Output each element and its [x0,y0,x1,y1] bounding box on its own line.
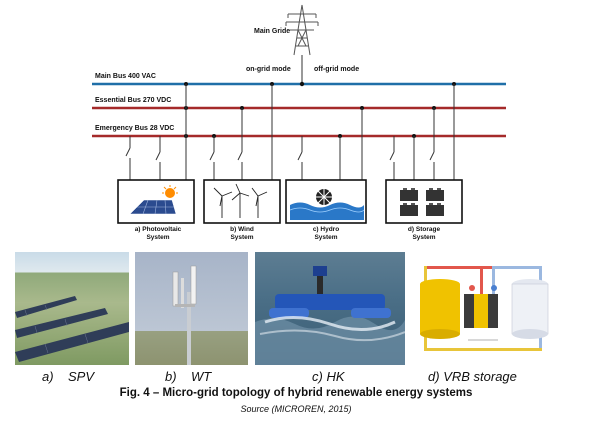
bus-junctions [184,81,456,138]
solar-pv-photo [15,252,129,365]
pv-system-label: a) Photovoltaic System [118,226,198,242]
wind-system-box [203,179,281,224]
hydro-system-label: c) Hydro System [286,226,366,242]
wind-system-label: b) Wind System [204,226,280,242]
photo-b-caption: b) WT [165,369,211,384]
hydro-letter: c) [312,226,319,233]
wind-line1: Wind [238,226,254,233]
wind-line2: System [230,234,254,241]
hydro-line2: System [314,234,338,241]
photo-b-letter: b) [165,369,177,384]
emergency-bus-label: Emergency Bus 28 VDC [95,125,175,132]
wind-letter: b) [230,226,237,233]
topology-diagram [92,4,506,224]
hydrokinetic-photo [255,252,405,365]
figure-caption: Fig. 4 – Micro-grid topology of hybrid r… [119,387,473,399]
off-grid-mode-label: off-grid mode [314,66,360,73]
storage-line2: System [412,234,436,241]
pv-line2: System [146,234,170,241]
pv-line1: Photovoltaic [142,226,182,233]
figure-source: Source (MICROREN, 2015) [240,404,352,414]
photo-a-name: SPV [68,369,95,384]
photo-c-letter: c) [312,369,323,384]
hydro-line1: Hydro [320,226,340,233]
wind-turbine-photo [135,252,248,365]
essential-bus-label: Essential Bus 270 VDC [95,97,172,104]
storage-system-label: d) Storage System [386,226,462,242]
storage-line1: Storage [415,226,441,233]
photo-c-caption: c) HK [312,369,345,384]
transmission-tower-icon [285,4,319,56]
battery-icon [400,188,444,216]
pv-letter: a) [134,226,141,233]
wind-turbine-icon [213,183,268,218]
main-grid-label: Main Gride [254,28,291,35]
storage-letter: d) [407,226,415,233]
bus-feeders [125,84,455,180]
photo-c-name: HK [326,369,345,384]
photo-b-name: WT [191,369,212,384]
on-grid-mode-label: on-grid mode [246,66,291,73]
photo-a-caption: a) SPV [42,369,94,384]
photo-a-letter: a) [42,369,54,384]
photo-d-name: VRB storage [443,369,517,384]
hydro-turbine-icon [289,189,365,220]
main-bus-label: Main Bus 400 VAC [95,73,156,80]
photo-d-letter: d) [428,369,440,384]
photo-d-caption: d) VRB storage [428,369,517,384]
solar-panel-icon [129,185,178,215]
vrb-storage-schematic [412,258,552,366]
storage-system-box [385,179,463,224]
